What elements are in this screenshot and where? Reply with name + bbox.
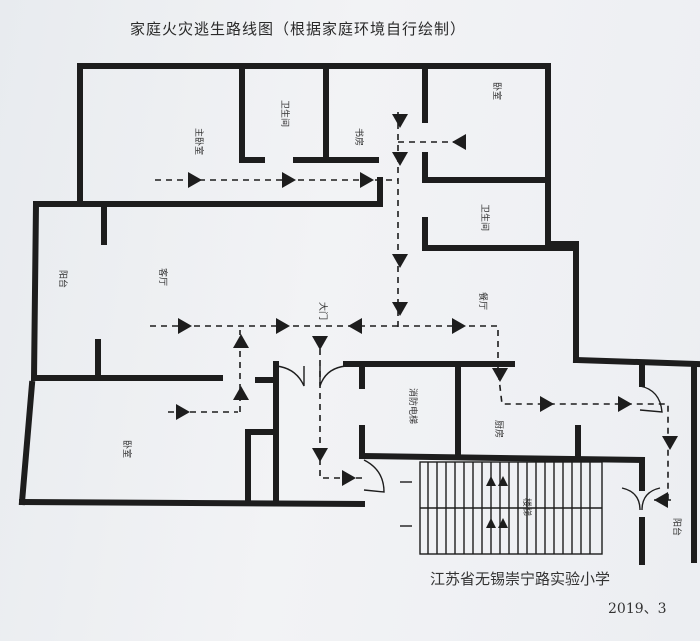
label-master-bedroom: 主卧室 xyxy=(193,128,205,155)
label-fire-elevator: 消防电梯 xyxy=(407,388,419,424)
school-name: 江苏省无锡崇宁路实验小学 xyxy=(430,570,611,588)
label-study: 书房 xyxy=(353,128,365,146)
arrow-right xyxy=(452,318,466,334)
label-living-room: 客厅 xyxy=(157,268,169,286)
label-bedroom-top: 卧室 xyxy=(491,82,503,100)
doors xyxy=(275,365,663,511)
arrow-right xyxy=(540,396,554,412)
arrow-down xyxy=(662,436,678,450)
arrow-down xyxy=(392,302,408,316)
arrow-right xyxy=(618,396,632,412)
arrow-up xyxy=(486,518,496,528)
label-main-door: 大门 xyxy=(317,302,329,320)
label-balcony-right: 阳台 xyxy=(671,518,683,536)
escape-routes xyxy=(150,112,676,501)
walls xyxy=(18,63,700,565)
staircase xyxy=(400,461,603,555)
label-kitchen: 厨房 xyxy=(493,420,505,438)
label-dining-room: 餐厅 xyxy=(477,292,489,310)
label-bedroom-bottom: 卧室 xyxy=(121,440,133,458)
arrow-right xyxy=(276,318,290,334)
arrow-down xyxy=(312,336,328,350)
arrow-up xyxy=(233,334,249,348)
label-stairs: 楼梯 xyxy=(521,498,533,516)
label-bathroom-2: 卫生间 xyxy=(479,204,491,231)
arrow-down xyxy=(492,368,508,382)
arrow-up xyxy=(498,518,508,528)
arrow-right xyxy=(188,172,202,188)
arrow-down xyxy=(392,254,408,268)
label-balcony-left: 阳台 xyxy=(57,270,69,288)
arrow-right xyxy=(178,318,192,334)
route-arrows xyxy=(176,114,678,528)
arrow-left xyxy=(452,134,466,150)
drawing-date: 2019、3 xyxy=(608,601,667,617)
arrow-left xyxy=(654,492,668,508)
arrow-up xyxy=(498,476,508,486)
label-bathroom-1: 卫生间 xyxy=(279,100,291,127)
arrow-right xyxy=(342,470,356,486)
arrow-right xyxy=(282,172,296,188)
arrow-up xyxy=(486,476,496,486)
arrow-right xyxy=(360,172,374,188)
arrow-down xyxy=(392,152,408,166)
arrow-right xyxy=(176,404,190,420)
arrow-down xyxy=(312,448,328,462)
arrow-down xyxy=(392,114,408,128)
diagram-title: 家庭火灾逃生路线图（根据家庭环境自行绘制） xyxy=(130,20,467,38)
arrow-up xyxy=(233,386,249,400)
room-labels: 主卧室 卫生间 书房 卧室 卫生间 阳台 客厅 餐厅 大门 卧室 消防电梯 厨房… xyxy=(57,82,683,536)
arrow-left xyxy=(348,318,362,334)
